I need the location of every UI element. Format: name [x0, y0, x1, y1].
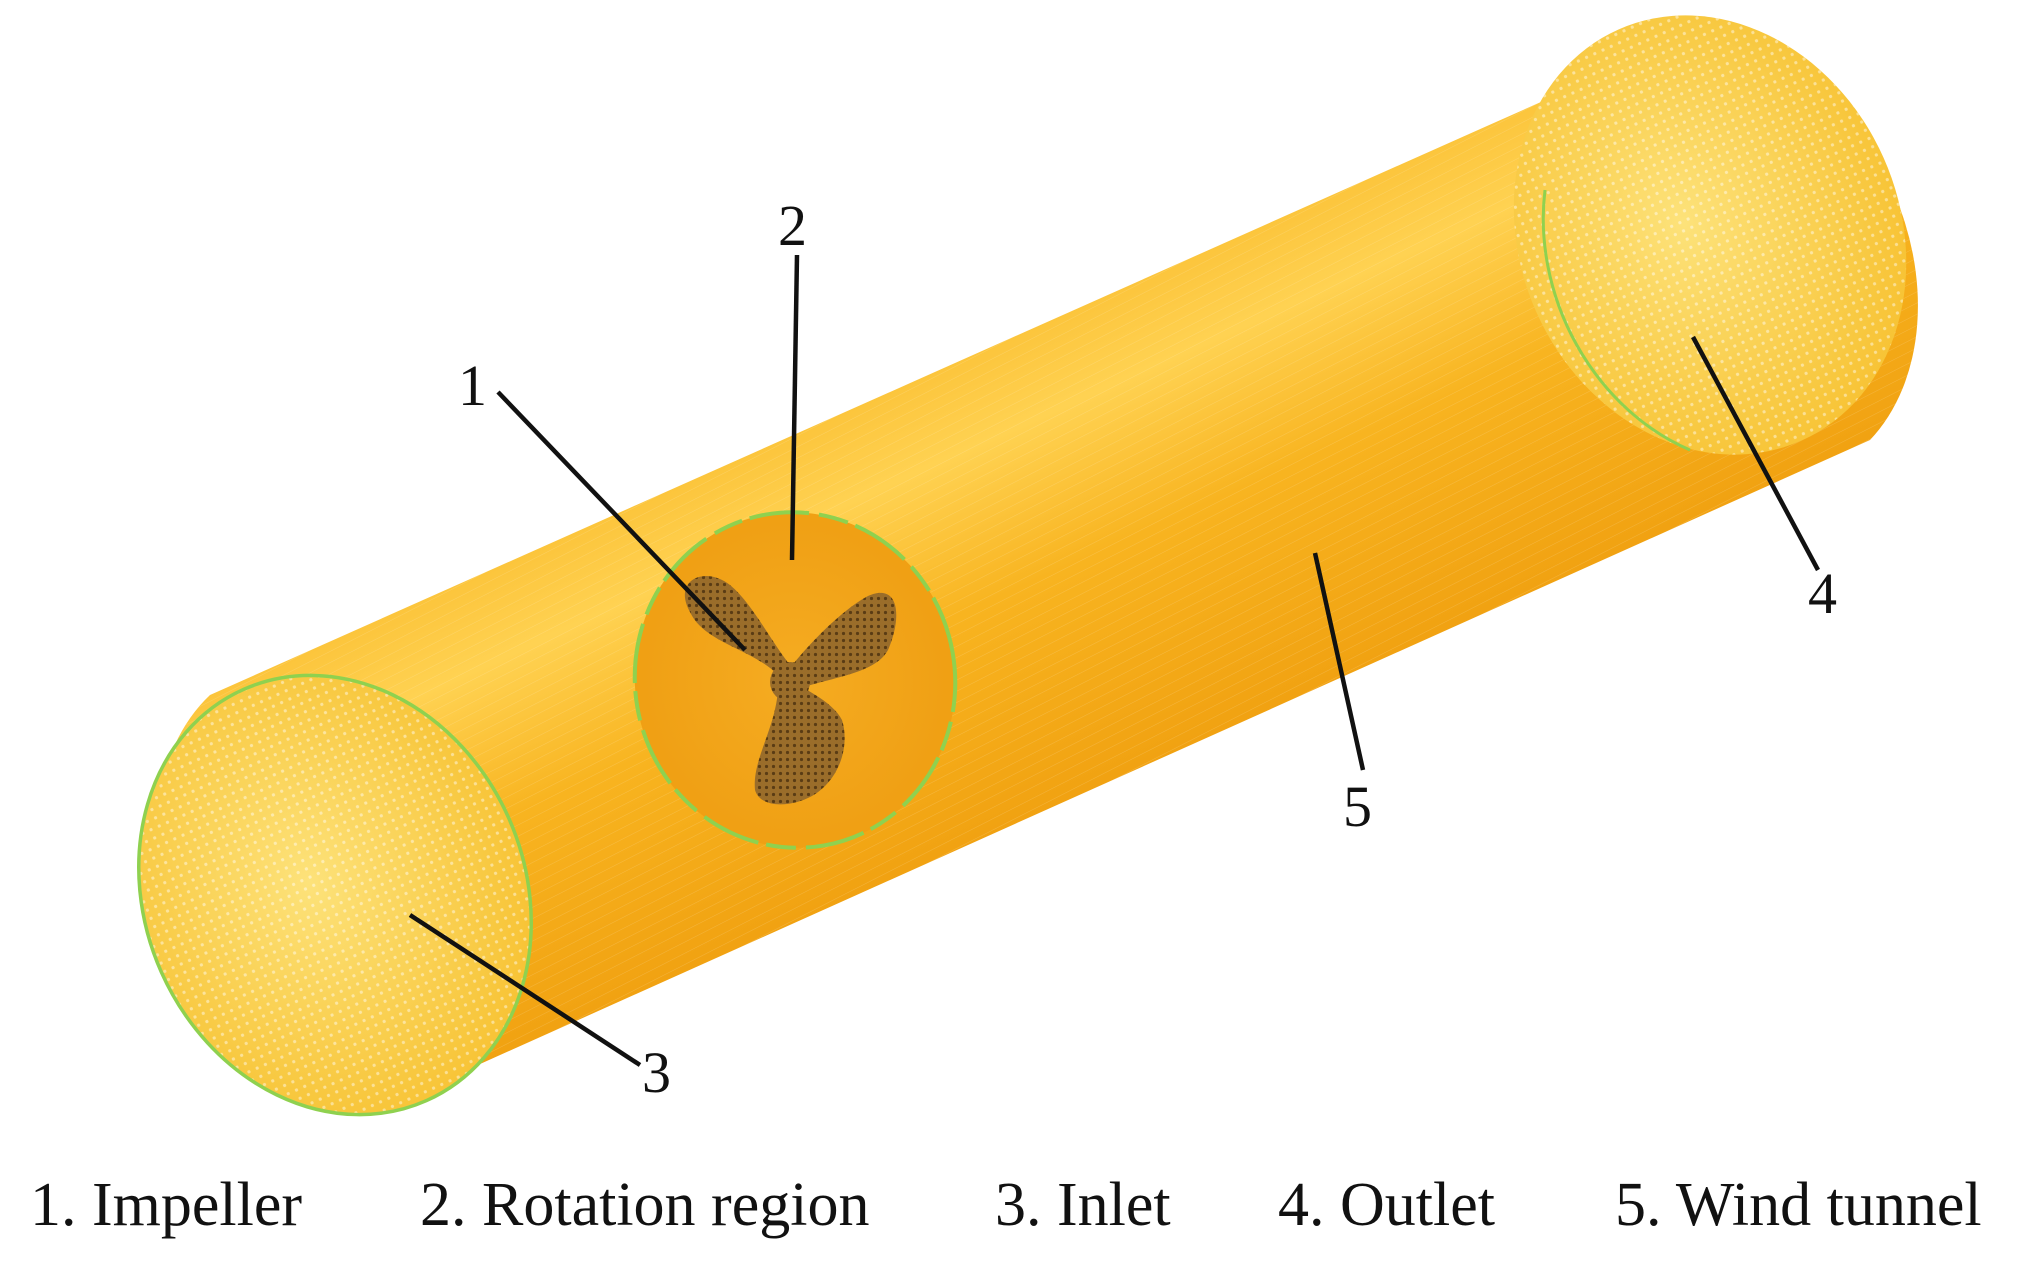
inlet-end-cap — [137, 673, 533, 1117]
leader-line-impeller — [496, 390, 747, 652]
leader-line-inlet — [408, 913, 642, 1067]
wind-tunnel-body — [156, 39, 1918, 1102]
impeller-mesh — [684, 575, 897, 805]
callout-outlet: 4 — [1808, 561, 1837, 626]
callout-impeller: 1 — [458, 353, 487, 418]
callout-wind-tunnel: 5 — [1343, 774, 1372, 839]
leader-line-outlet — [1691, 335, 1820, 572]
legend-item-impeller: 1. Impeller — [30, 1171, 303, 1239]
legend-item-wind-tunnel: 5. Wind tunnel — [1615, 1171, 1982, 1239]
legend-item-outlet: 4. Outlet — [1278, 1171, 1495, 1239]
callout-inlet: 3 — [642, 1040, 671, 1105]
outlet-end-cap — [1513, 15, 1907, 455]
callout-rotation-region: 2 — [778, 193, 807, 258]
legend-item-rotation-region: 2. Rotation region — [420, 1171, 870, 1239]
legend: 1. Impeller 2. Rotation region 3. Inlet … — [0, 1170, 2028, 1260]
leader-line-wind-tunnel — [1312, 552, 1366, 771]
leader-line-rotation-region — [789, 254, 800, 561]
legend-item-inlet: 3. Inlet — [995, 1171, 1171, 1239]
